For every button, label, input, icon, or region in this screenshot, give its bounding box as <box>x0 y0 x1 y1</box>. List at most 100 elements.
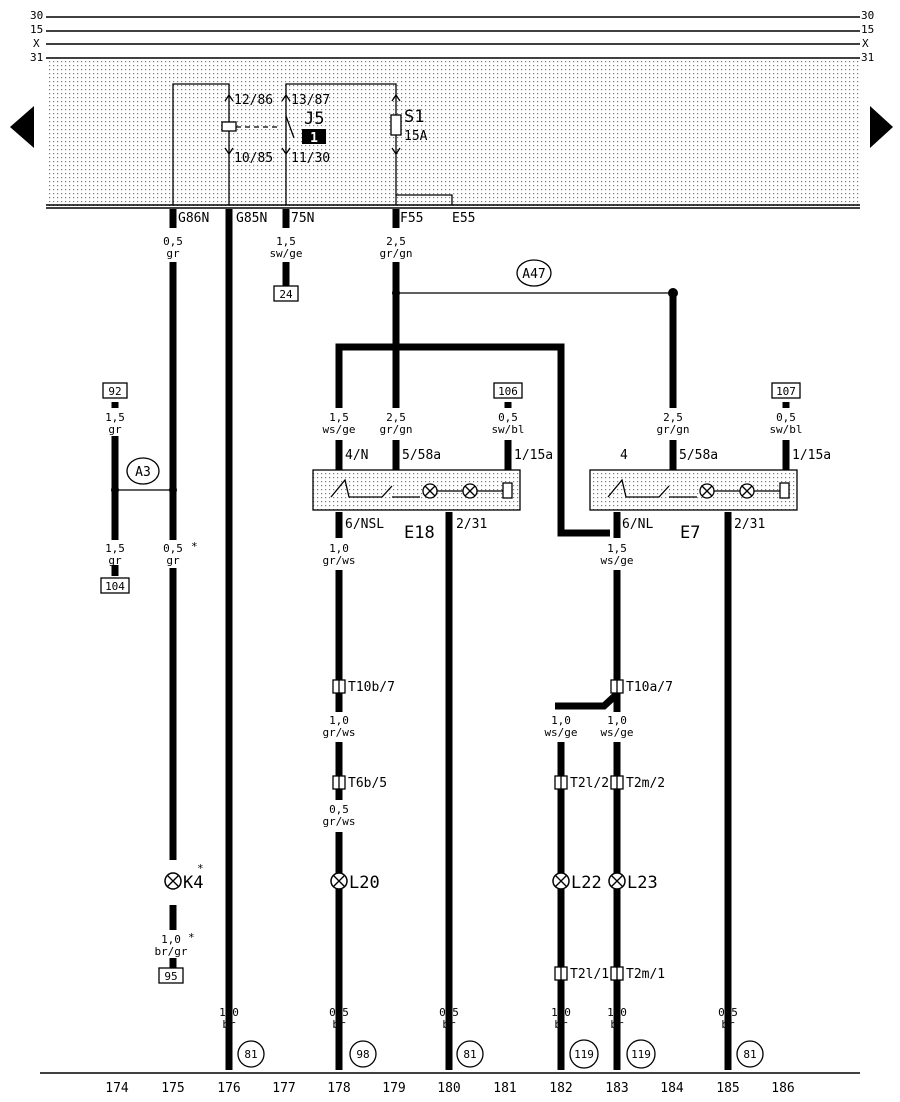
rail-x-label-right: X <box>862 37 869 50</box>
wire-92-size: 1,5 <box>105 411 125 424</box>
wire-183a-size: 1,5 <box>607 542 627 555</box>
wire-175b-color: gr <box>166 554 180 567</box>
ground-182: 119 <box>574 1048 594 1061</box>
relay-pin-11-30: 11/30 <box>291 151 330 166</box>
wire-104-color: gr <box>108 554 122 567</box>
wire-f55-color: gr/gn <box>379 247 412 260</box>
connector-t10b7: T10b/7 <box>348 680 395 695</box>
wire-182-ground-size: 1,0 <box>551 1006 571 1019</box>
e7-pin-6: 6/NL <box>622 517 653 532</box>
wire-175a-color: gr <box>166 247 180 260</box>
e18-pin-6: 6/NSL <box>345 517 384 532</box>
connector-t2l1: T2l/1 <box>570 967 609 982</box>
fuse-name: S1 <box>404 107 424 127</box>
wire-178-ground-size: 0,5 <box>329 1006 349 1019</box>
wire-175c-size: 1,0 <box>161 933 181 946</box>
wire-e18-4-size: 1,5 <box>329 411 349 424</box>
previous-page-arrow-icon[interactable] <box>10 106 34 148</box>
relay-pin-10-85: 10/85 <box>234 151 273 166</box>
track-186: 186 <box>771 1081 794 1096</box>
connector-t10a7: T10a/7 <box>626 680 673 695</box>
next-page-arrow-icon[interactable] <box>870 106 893 148</box>
fuse-rating: 15A <box>404 129 428 144</box>
wire-178b-size: 1,0 <box>329 714 349 727</box>
wire-e18-5-color: gr/gn <box>379 423 412 436</box>
relay-slot-number: 1 <box>310 131 318 146</box>
wire-175b-mark: * <box>191 540 198 553</box>
wire-e7-5-size: 2,5 <box>663 411 683 424</box>
wire-104-size: 1,5 <box>105 542 125 555</box>
ref-107: 107 <box>776 385 796 398</box>
output-f55: F55 <box>400 211 423 226</box>
wire-178a-color: gr/ws <box>322 554 355 567</box>
connector-t2m2: T2m/2 <box>626 776 665 791</box>
wire-185-ground-size: 0,5 <box>718 1006 738 1019</box>
wire-e7-5-color: gr/gn <box>656 423 689 436</box>
wire-182-ground-color: br <box>554 1018 568 1031</box>
junction-a3-label: A3 <box>135 465 151 480</box>
wire-183a-color: ws/ge <box>600 554 633 567</box>
ground-185: 81 <box>743 1048 756 1061</box>
track-174: 174 <box>105 1081 129 1096</box>
wire-182a-size: 1,0 <box>551 714 571 727</box>
wire-e18-1-size: 0,5 <box>498 411 518 424</box>
wire-175c-color: br/gr <box>154 945 187 958</box>
track-184: 184 <box>660 1081 684 1096</box>
lamp-l23-icon <box>608 872 626 890</box>
e18-pin-5: 5/58a <box>402 448 441 463</box>
track-175: 175 <box>161 1081 184 1096</box>
lamp-l20-icon <box>330 872 348 890</box>
ground-180: 81 <box>463 1048 476 1061</box>
track-180: 180 <box>437 1081 460 1096</box>
wire-e7-1-color: sw/bl <box>769 423 802 436</box>
e7-pin-2: 2/31 <box>734 517 765 532</box>
relay-pin-12-86: 12/86 <box>234 93 273 108</box>
wire-75n-size: 1,5 <box>276 235 296 248</box>
e18-name: E18 <box>404 523 435 543</box>
wire-183b-color: ws/ge <box>600 726 633 739</box>
supply-rails: 30 15 X 31 30 15 X 31 <box>30 9 874 209</box>
rail-15-label-left: 15 <box>30 23 43 36</box>
rail-15-label-right: 15 <box>861 23 874 36</box>
lamp-l22-icon <box>552 872 570 890</box>
ground-183: 119 <box>631 1048 651 1061</box>
wire-178b-color: gr/ws <box>322 726 355 739</box>
wire-178c-color: gr/ws <box>322 815 355 828</box>
ground-references: 81 98 81 119 119 81 <box>237 1039 764 1069</box>
wires <box>40 209 860 1074</box>
wire-e18-4-color: ws/ge <box>322 423 355 436</box>
wire-180-ground-size: 0,5 <box>439 1006 459 1019</box>
wire-e18-5-size: 2,5 <box>386 411 406 424</box>
output-75n: 75N <box>291 211 314 226</box>
wire-185-ground-color: br <box>721 1018 735 1031</box>
wire-92-color: gr <box>108 423 122 436</box>
wire-labels: 0,5 gr 1,5 sw/ge 2,5 gr/gn 1,5 gr 1,5 gr… <box>105 235 803 1031</box>
wire-f55-size: 2,5 <box>386 235 406 248</box>
wire-176-ground-size: 1,0 <box>219 1006 239 1019</box>
lamps: K4 * L20 L22 L23 <box>164 862 658 893</box>
track-numbers: 174 175 176 177 178 179 180 181 182 183 … <box>105 1081 794 1096</box>
wire-183b-size: 1,0 <box>607 714 627 727</box>
junction-a47: A47 <box>516 259 552 287</box>
connectors: T10b/7 T10a/7 T6b/5 T2l/2 T2m/2 T2l/1 T2… <box>332 679 673 982</box>
relay-j5: 1 12/86 13/87 10/85 11/30 J5 <box>172 83 397 205</box>
connector-t2m1: T2m/1 <box>626 967 665 982</box>
wire-e7-1-size: 0,5 <box>776 411 796 424</box>
wire-178-ground-color: br <box>332 1018 346 1031</box>
wire-183-ground-color: br <box>610 1018 624 1031</box>
wire-175a-size: 0,5 <box>163 235 183 248</box>
ref-92: 92 <box>108 385 121 398</box>
wire-178a-size: 1,0 <box>329 542 349 555</box>
lamp-k4-label: K4 <box>183 873 203 893</box>
ground-176: 81 <box>244 1048 257 1061</box>
lamp-k4-icon <box>164 872 182 890</box>
wire-175b-size: 0,5 <box>163 542 183 555</box>
rail-31-label-left: 31 <box>30 51 43 64</box>
relay-slot-badge <box>302 129 326 144</box>
track-179: 179 <box>382 1081 405 1096</box>
relay-panel <box>47 58 860 206</box>
e18-pin-1: 1/15a <box>514 448 553 463</box>
wire-182a-color: ws/ge <box>544 726 577 739</box>
rail-x-label-left: X <box>33 37 40 50</box>
ref-106: 106 <box>498 385 518 398</box>
